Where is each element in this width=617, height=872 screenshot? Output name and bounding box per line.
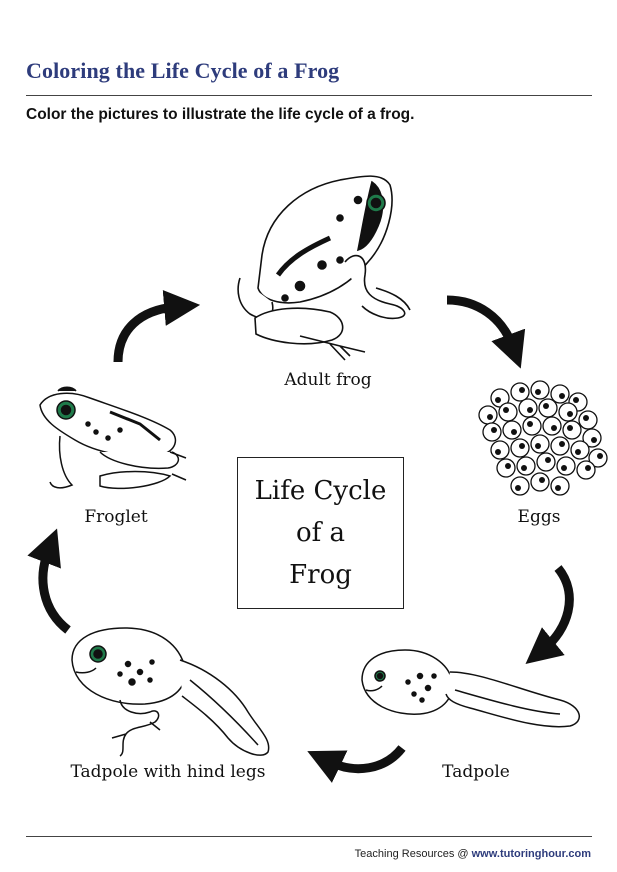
footer-credit: Teaching Resources @ www.tutoringhour.co…: [355, 848, 591, 860]
frog-eggs-illustration: [478, 380, 608, 496]
center-title-box: Life Cycle of a Frog: [237, 457, 404, 609]
instructions: Color the pictures to illustrate the lif…: [26, 106, 415, 123]
arrow-hindlegs-to-froglet-icon: [27, 528, 71, 634]
arrow-eggs-to-tadpole-icon: [525, 565, 574, 664]
arrow-adult-to-eggs-icon: [446, 295, 526, 369]
stage-label-adult-frog: Adult frog: [284, 370, 372, 390]
center-title-line-3: Frog: [289, 560, 352, 590]
cycle-arrows: [27, 289, 574, 783]
footer-divider: [26, 836, 592, 837]
center-title-line-1: Life Cycle: [254, 476, 387, 506]
tadpole-hind-legs-illustration: [71, 627, 270, 757]
adult-frog-illustration: [237, 175, 411, 361]
header-divider: [26, 95, 592, 96]
tadpole-illustration: [361, 649, 580, 728]
stage-label-froglet: Froglet: [84, 507, 148, 527]
center-title-line-2: of a: [295, 518, 346, 548]
footer-site-link[interactable]: www.tutoringhour.com: [471, 848, 591, 860]
footer-prefix: Teaching Resources @: [354, 848, 469, 860]
stage-label-eggs: Eggs: [517, 507, 561, 527]
arrow-froglet-to-adult-icon: [113, 289, 201, 363]
page-title: Coloring the Life Cycle of a Frog: [26, 58, 340, 83]
froglet-illustration: [39, 386, 187, 490]
arrow-tadpole-to-hindlegs-icon: [307, 745, 406, 783]
stage-label-tadpole-with-hind-legs: Tadpole with hind legs: [70, 762, 266, 782]
stage-label-tadpole: Tadpole: [442, 762, 510, 782]
